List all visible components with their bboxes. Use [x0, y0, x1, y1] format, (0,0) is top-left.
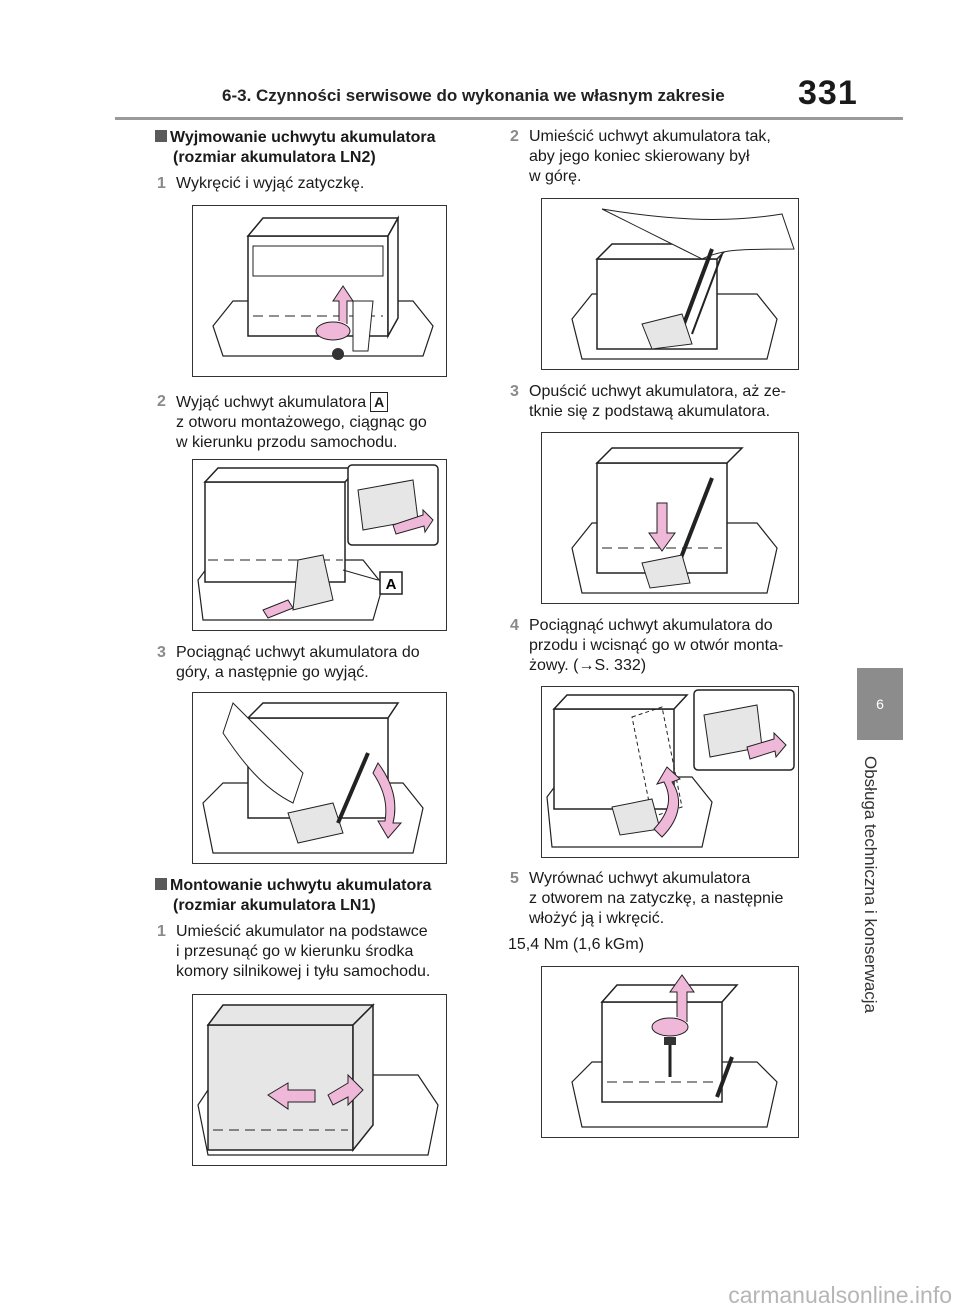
figure-insert-holder: [541, 686, 799, 858]
figure-callout-a: A: [386, 576, 397, 593]
chapter-tab: 6: [857, 668, 903, 740]
step-mount-1: 1 Umieścić akumulator na podstawce i prz…: [157, 922, 487, 982]
step-mount-4: 4 Pociągnąć uchwyt akumulatora do przodu…: [510, 616, 840, 676]
step-removal-1: 1 Wykręcić i wyjąć zatyczkę.: [157, 174, 457, 194]
holder-lower-illustration: [571, 447, 778, 594]
step-text: Wykręcić i wyjąć zatyczkę.: [176, 175, 365, 192]
holder-insert-illustration: [546, 689, 795, 848]
step-text: i przesunąć go w kierunku środka: [176, 943, 414, 960]
step-number: 5: [510, 870, 519, 887]
step-number: 2: [157, 393, 166, 410]
step-text: aby jego koniec skierowany był: [529, 148, 750, 165]
step-text: żowy. (→S. 332): [529, 657, 647, 674]
step-text: góry, a następnie go wyjąć.: [176, 664, 369, 681]
chapter-title: 6-3. Czynności serwisowe do wykonania we…: [222, 86, 725, 105]
step-number: 4: [510, 617, 519, 634]
figure-lift-holder: [192, 692, 447, 864]
torque-spec: 15,4 Nm (1,6 kGm): [508, 936, 645, 953]
step-text: z otworu montażowego, ciągnąc go: [176, 414, 427, 431]
callout-label-a: A: [370, 392, 389, 412]
section-bullet-icon: [155, 878, 167, 890]
step-text: Pociągnąć uchwyt akumulatora do: [529, 617, 773, 634]
figure-pull-holder: A: [192, 459, 447, 631]
step-number: 1: [157, 175, 166, 192]
figure-remove-plug: [192, 205, 447, 377]
watermark: carmanualsonline.info: [728, 1282, 952, 1308]
section-heading-line: Wyjmowanie uchwytu akumulatora: [170, 129, 436, 146]
section-heading-mounting: Montowanie uchwytu akumulatora (rozmiar …: [155, 876, 431, 916]
step-mount-5: 5 Wyrównać uchwyt akumulatora z otworem …: [510, 869, 840, 929]
section-heading-removal: Wyjmowanie uchwytu akumulatora (rozmiar …: [155, 128, 436, 168]
step-text: Opuścić uchwyt akumulatora, aż ze-: [529, 383, 786, 400]
step-text: Wyrównać uchwyt akumulatora: [529, 870, 751, 887]
battery-slide-illustration: [197, 1003, 439, 1156]
battery-holder-illustration: A: [197, 464, 439, 621]
step-text: Wyjąć uchwyt akumulatora: [176, 394, 367, 411]
step-text: w kierunku przodu samochodu.: [176, 434, 398, 451]
figure-install-plug: [541, 966, 799, 1138]
step-text: tknie się z podstawą akumulatora.: [529, 403, 771, 420]
section-heading-line: (rozmiar akumulatora LN2): [173, 149, 376, 166]
chapter-tab-number: 6: [876, 696, 884, 712]
step-text: włożyć ją i wkręcić.: [529, 910, 665, 927]
step-mount-2: 2 Umieścić uchwyt akumulatora tak, aby j…: [510, 127, 830, 187]
holder-position-illustration: [571, 208, 795, 360]
header-divider: [115, 117, 903, 120]
step-number: 3: [157, 644, 166, 661]
section-heading-line: Montowanie uchwytu akumulatora: [170, 877, 432, 894]
page-number: 331: [798, 74, 858, 112]
step-text: w górę.: [529, 168, 582, 185]
step-number: 1: [157, 923, 166, 940]
chapter-side-label: Obsługa techniczna i konserwacja: [861, 756, 880, 1014]
figure-lower-holder: [541, 432, 799, 604]
step-text: Umieścić uchwyt akumulatora tak,: [529, 128, 771, 145]
step-removal-3: 3 Pociągnąć uchwyt akumulatora do góry, …: [157, 643, 477, 683]
plug-install-illustration: [571, 974, 778, 1128]
step-text: komory silnikowej i tyłu samochodu.: [176, 963, 431, 980]
step-number: 3: [510, 383, 519, 400]
step-text: Pociągnąć uchwyt akumulatora do: [176, 644, 420, 661]
section-bullet-icon: [155, 130, 167, 142]
step-number: 2: [510, 128, 519, 145]
step-text: z otworem na zatyczkę, a następnie: [529, 890, 784, 907]
section-heading-line: (rozmiar akumulatora LN1): [173, 897, 376, 914]
figure-position-holder: [541, 198, 799, 370]
step-mount-3: 3 Opuścić uchwyt akumulatora, aż ze- tkn…: [510, 382, 830, 422]
figure-place-battery: [192, 994, 447, 1166]
step-text: przodu i wcisnąć go w otwór monta-: [529, 637, 784, 654]
step-text: Umieścić akumulator na podstawce: [176, 923, 428, 940]
battery-lift-illustration: [202, 702, 424, 854]
battery-illustration: [212, 215, 434, 360]
